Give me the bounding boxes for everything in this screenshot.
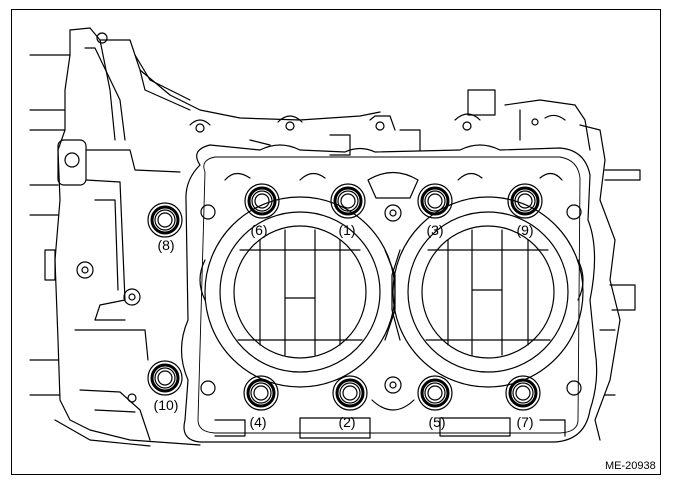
bolt-9-label: (9) [516,222,533,238]
bolt-4-marker [243,375,279,411]
bolt-6-label: (6) [250,222,267,238]
bolt-6-marker [244,183,280,219]
bolt-markers [147,183,543,411]
engine-block-outline [29,27,381,447]
bolt-7-marker [505,375,541,411]
bolt-7-label: (7) [516,414,533,430]
bolt-10-label: (10) [154,397,179,413]
bolt-10-marker [147,360,183,396]
bolt-2-label: (2) [338,414,355,430]
reference-code: ME-20938 [605,460,656,472]
gasket-surface [180,144,598,443]
bolt-5-label: (5) [428,414,445,430]
bolt-8-marker [147,202,183,238]
bolt-9-marker [507,183,543,219]
bolt-3-label: (3) [426,222,443,238]
bolt-4-label: (4) [249,414,266,430]
bolt-3-marker [417,183,453,219]
bolt-1-label: (1) [338,222,355,238]
bolt-8-label: (8) [157,237,174,253]
bolt-2-marker [332,375,368,411]
bolt-1-marker [330,183,366,219]
upper-bosses [189,89,641,441]
bolt-5-marker [417,375,453,411]
bolt-labels: (1) (2) (3) (4) (5) (6) (7) (8) (9) (10) [154,222,534,430]
figure-frame [11,9,661,475]
